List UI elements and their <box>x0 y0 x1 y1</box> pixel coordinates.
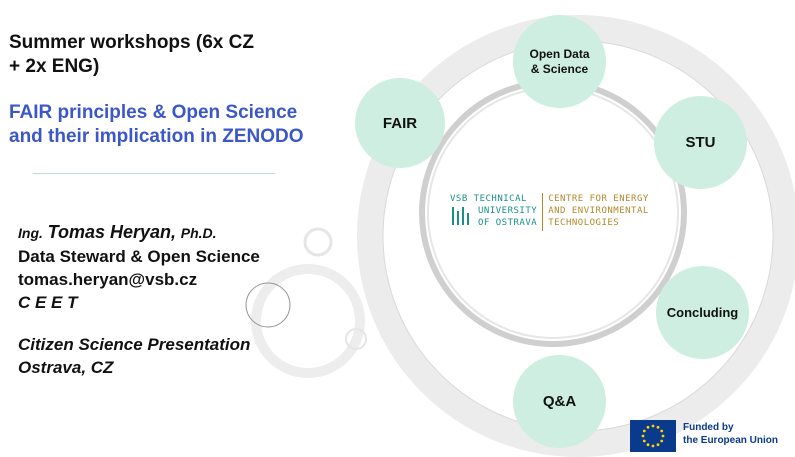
subtitle-line-2: and their implication in ZENODO <box>9 126 304 147</box>
eu-funding-text: Funded by the European Union <box>683 421 778 447</box>
vsb-logo: VSB TECHNICAL UNIVERSITY OF OSTRAVA <box>450 193 537 231</box>
author-role: Data Steward & Open Science <box>18 247 260 266</box>
eu-line-2: the European Union <box>683 435 778 446</box>
title-line-2: + 2x ENG) <box>9 56 100 77</box>
author-block: Ing. Tomas Heryan, Ph.D. Data Steward & … <box>18 221 348 314</box>
node-qa-label: Q&A <box>542 393 577 410</box>
ceet-logo: CENTRE FOR ENERGY AND ENVIRONMENTAL TECH… <box>548 193 649 231</box>
node-qa: Q&A <box>513 355 606 448</box>
node-fair: FAIR <box>355 78 445 168</box>
author-prefix: Ing. <box>18 225 43 241</box>
ceet-line-1: CENTRE FOR ENERGY <box>548 194 649 204</box>
ceet-line-2: AND ENVIRONMENTAL <box>548 206 649 216</box>
node-open-data-line-2: & Science <box>530 61 589 76</box>
vsb-line-3: OF OSTRAVA <box>478 218 538 228</box>
author-org: C E E T <box>18 293 78 312</box>
node-stu: STU <box>654 96 747 189</box>
event-line-1: Citizen Science Presentation <box>18 335 251 354</box>
node-concluding-label: Concluding <box>666 305 739 320</box>
event-block: Citizen Science Presentation Ostrava, CZ <box>18 333 250 379</box>
author-name: Tomas Heryan, <box>47 222 177 242</box>
eu-line-1: Funded by <box>683 422 734 433</box>
author-suffix: Ph.D. <box>180 225 217 241</box>
ceet-line-3: TECHNOLOGIES <box>548 218 620 228</box>
logo-separator <box>542 193 544 231</box>
node-fair-label: FAIR <box>382 114 418 132</box>
node-open-data: Open Data & Science <box>513 15 606 108</box>
node-stu-label: STU <box>685 134 716 151</box>
vsb-bars-icon <box>450 205 478 231</box>
author-email: tomas.heryan@vsb.cz <box>18 270 198 289</box>
medium-ring <box>251 264 365 378</box>
institution-logo: VSB TECHNICAL UNIVERSITY OF OSTRAVA CENT… <box>450 193 649 231</box>
vsb-line-1: VSB TECHNICAL <box>450 194 527 204</box>
node-open-data-line-1: Open Data <box>529 46 590 61</box>
eu-flag-icon <box>630 420 676 452</box>
divider <box>33 173 275 174</box>
event-line-2: Ostrava, CZ <box>18 358 114 377</box>
thin-ring <box>245 282 291 328</box>
vsb-line-2: UNIVERSITY <box>478 206 538 216</box>
small-ring <box>303 227 333 257</box>
node-concluding: Concluding <box>656 266 749 359</box>
tiny-ring <box>345 328 367 350</box>
subtitle-line-1: FAIR principles & Open Science <box>9 102 298 123</box>
title-line-1: Summer workshops (6x CZ <box>9 32 254 53</box>
author-name-line: Ing. Tomas Heryan, Ph.D. <box>18 221 348 245</box>
subtitle: FAIR principles & Open Science and their… <box>9 101 349 149</box>
workshop-title: Summer workshops (6x CZ + 2x ENG) <box>9 31 329 79</box>
